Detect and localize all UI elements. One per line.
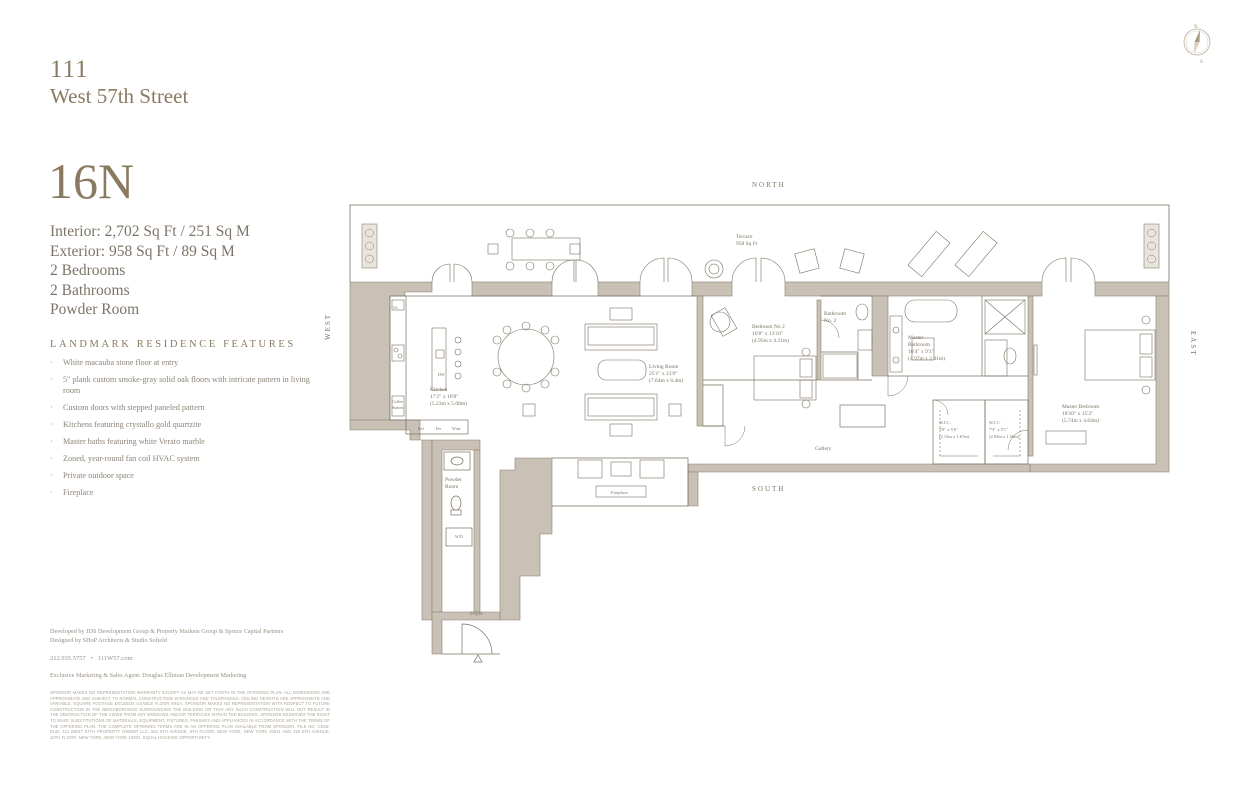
bathroom-count: 2 Bathrooms — [50, 281, 130, 299]
unit-specs: Interior: 2,702 Sq Ft / 251 Sq M Exterio… — [50, 222, 250, 320]
feature-item: Master baths featuring white Verato marb… — [50, 436, 310, 447]
kitchen-dim-metric: (5.23m x 5.08m) — [430, 400, 467, 407]
bathroom2-label: Bathroom — [824, 311, 847, 317]
terrace-label: Terrace — [736, 234, 753, 240]
powder-room-label-2: Room — [445, 484, 459, 490]
dishwasher-label: DW — [438, 372, 445, 377]
building-number: 111 — [50, 56, 89, 83]
compass-icon: N S — [1183, 25, 1211, 65]
wic2-dim: 7'3" x 5'1" — [989, 427, 1008, 432]
features-title: LANDMARK RESIDENCE FEATURES — [50, 339, 296, 350]
marketing-agent: Exclusive Marketing & Sales Agent: Dougl… — [50, 672, 247, 679]
wic1-label: W.I.C. — [939, 420, 951, 425]
living-room-dim: 25'1" x 21'0" — [649, 371, 677, 377]
walls — [349, 281, 1170, 655]
phone-number: 212.935.5757 — [50, 655, 86, 662]
features-list: White macauba stone floor at entry 5" pl… — [50, 357, 310, 504]
master-bedroom-dim-metric: (5.74m x 4.64m) — [1062, 417, 1099, 424]
wic2-label: W.I.C. — [989, 420, 1001, 425]
legal-disclaimer: SPONSOR MAKES NO REPRESENTATION WARRANTY… — [50, 690, 330, 740]
freezer-label: Fre — [436, 426, 442, 431]
north-label: NORTH — [752, 181, 786, 189]
master-bath-dim-metric: (4.97m x 2.81m) — [908, 355, 945, 362]
feature-item: Zoned, year-round fan coil HVAC system — [50, 453, 310, 464]
oven-label: Ov — [393, 305, 398, 310]
interior-doors — [724, 319, 1029, 451]
building-street: West 57th Street — [50, 84, 189, 108]
developer-credit: Developed by JDS Development Group & Pro… — [50, 628, 284, 635]
gallery-label: Gallery — [815, 446, 832, 452]
washer-dryer-label: W/D — [455, 534, 463, 539]
bathroom2-number: No. 2 — [824, 318, 836, 324]
foyer-label: Foyer — [470, 611, 483, 617]
contact-line: 212.935.5757 • 111W57.com — [50, 655, 133, 662]
bedroom-count: 2 Bedrooms — [50, 262, 126, 279]
master-bath-label-2: Bathroom — [908, 342, 931, 348]
exterior-area: Exterior: 958 Sq Ft / 89 Sq M — [50, 242, 235, 260]
west-label: WEST — [324, 313, 332, 340]
terrace-area: 958 Sq Ft — [736, 241, 758, 247]
powder-room-label: Powder — [445, 477, 462, 483]
living-room-dim-metric: (7.64m x 6.4m) — [649, 377, 683, 384]
website-link[interactable]: 111W57.com — [97, 655, 133, 662]
feature-item: White macauba stone floor at entry — [50, 357, 310, 368]
wic1-dim: 7'0" x 5'6" — [939, 427, 958, 432]
wine-label: Wine — [452, 426, 461, 431]
fridge-label: Ref — [418, 426, 424, 431]
interior-area: Interior: 2,702 Sq Ft / 251 Sq M — [50, 223, 250, 240]
kitchen-dim: 17'2" x 16'8" — [430, 394, 458, 400]
bedroom2-dim-metric: (4.95m x 4.21m) — [752, 337, 789, 344]
separator: • — [90, 655, 93, 662]
terrace-furniture — [487, 228, 998, 279]
compass-south: S — [1200, 60, 1203, 65]
designer-credit: Designed by SHoP Architects & Studio Sof… — [50, 637, 167, 644]
master-bedroom-dim: 18'10" x 15'3" — [1062, 411, 1093, 417]
planter-west — [361, 223, 378, 269]
master-bath-dim: 16'4" x 9'3" — [908, 349, 934, 355]
kitchen-furniture — [391, 299, 462, 417]
master-bath-label: Master — [908, 335, 923, 341]
wic1-dim-metric: (2.13m x 1.67m) — [939, 434, 970, 439]
compass-north: N — [1194, 25, 1198, 30]
living-furniture — [492, 307, 682, 498]
feature-item: 5" plank custom smoke-gray solid oak flo… — [50, 374, 310, 396]
feature-item: Private outdoor space — [50, 470, 310, 481]
bedroom-furniture — [709, 299, 1156, 457]
unit-number: 16N — [48, 153, 135, 209]
coffee-label-2: Station — [392, 405, 403, 410]
south-label: SOUTH — [752, 485, 785, 493]
master-bedroom-label: Master Bedroom — [1062, 404, 1100, 410]
terrace-outline — [349, 204, 1170, 282]
planter-east — [1143, 223, 1160, 269]
coffee-label: Coffee — [392, 399, 403, 404]
kitchen-label: Kitchen — [430, 387, 448, 393]
powder-room: Powder Room — [50, 301, 140, 318]
feature-item: Kitchens featuring crystallo gold quartz… — [50, 419, 310, 430]
wic2-dim-metric: (2.03m x 1.56m) — [989, 434, 1020, 439]
living-room-label: Living Room — [649, 364, 679, 370]
bedroom2-label: Bedroom No 2 — [752, 324, 785, 330]
fireplace-label: Fireplace — [611, 490, 628, 495]
room-labels: NORTH SOUTH EAST WEST Terrace 958 Sq Ft … — [324, 181, 1197, 617]
planters — [361, 223, 1160, 269]
feature-item: Custom doors with stepped paneled patter… — [50, 402, 310, 413]
bedroom2-dim: 16'8" x 13'10" — [752, 331, 783, 337]
feature-item: Fireplace — [50, 487, 310, 498]
credits: Developed by JDS Development Group & Pro… — [50, 627, 330, 645]
east-label: EAST — [1189, 331, 1197, 357]
